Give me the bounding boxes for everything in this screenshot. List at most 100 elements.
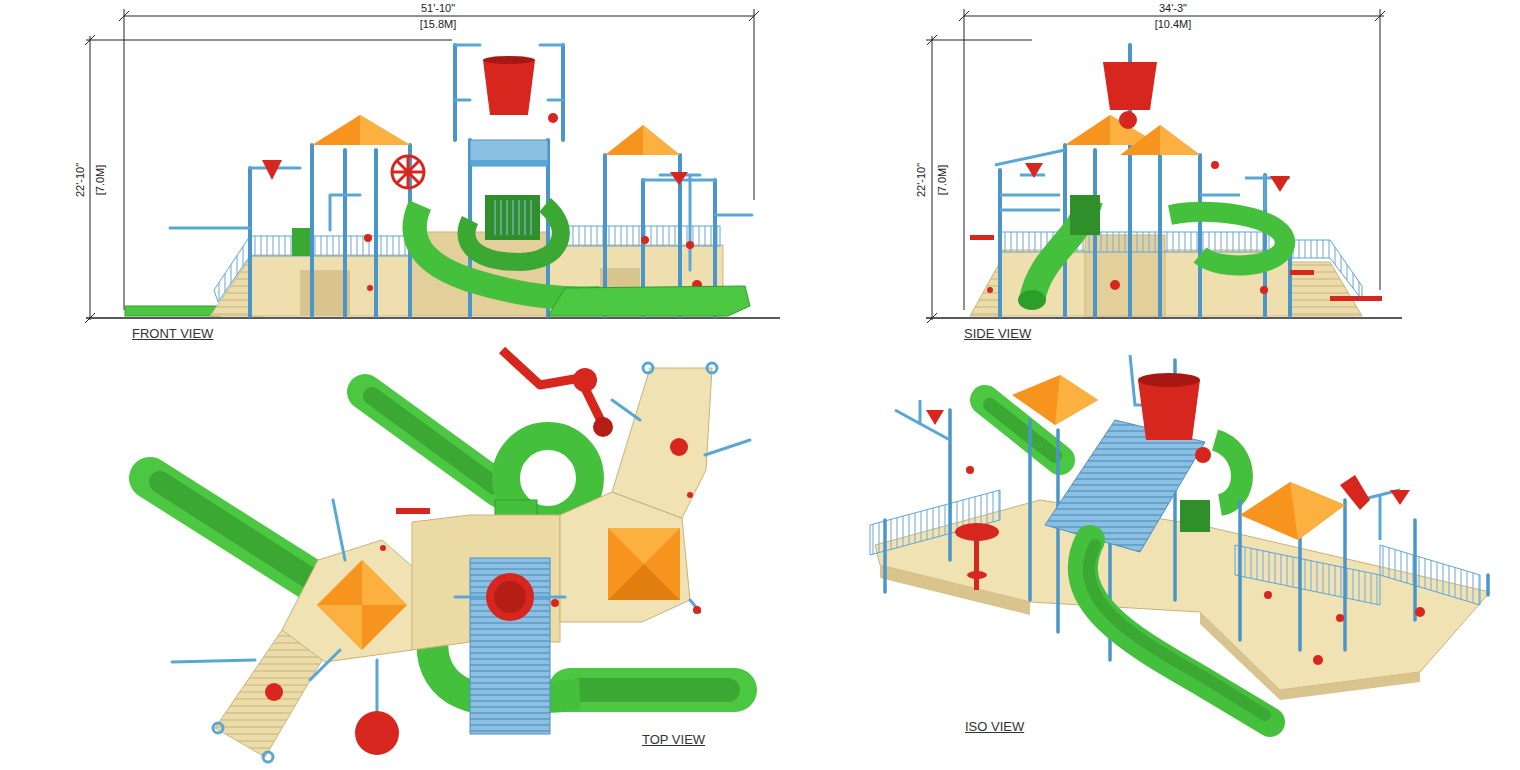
top-view-part	[573, 368, 597, 392]
dimension-lines-part	[119, 11, 129, 21]
iso-view-part-part	[926, 410, 944, 425]
iso-view-part	[1215, 440, 1242, 505]
play-structure-part	[1170, 212, 1285, 266]
pipes-part	[310, 650, 340, 680]
iso-view-part	[1195, 447, 1211, 463]
play-structure-part	[605, 125, 680, 155]
dimension-lines-part	[1375, 11, 1385, 21]
decks-part	[470, 558, 550, 734]
play-structure-part	[214, 236, 250, 302]
dimension-text: 51'-10"	[419, 2, 457, 15]
play-structure-part	[1000, 45, 1290, 316]
play-structure-part	[250, 255, 410, 316]
play-structure-part	[548, 286, 750, 316]
iso-view-part	[885, 360, 1488, 660]
play-structure-part-part	[995, 150, 1065, 210]
dimension-text: [7.0M]	[94, 163, 107, 198]
iso-view-part-part	[1340, 475, 1370, 510]
decks	[215, 368, 712, 757]
iso-view-part	[880, 565, 1030, 615]
play-structure-part-part	[1198, 155, 1202, 316]
play-structure-part-part	[367, 285, 373, 291]
play-structure-part	[360, 115, 410, 145]
play-structure-part	[485, 195, 540, 240]
play-structure	[125, 45, 752, 316]
iso-view-part	[1280, 672, 1420, 700]
play-structure-part	[1103, 62, 1157, 110]
play-structure-part	[125, 306, 220, 316]
play-structure-part	[415, 205, 600, 298]
play-structure-part-part	[455, 44, 480, 47]
play-structure-part	[483, 60, 535, 115]
pipes-part	[172, 660, 255, 662]
iso-view-part-part	[1238, 500, 1242, 640]
dimension-lines-part	[932, 36, 933, 320]
iso-view-part	[870, 490, 1000, 555]
play-structure-part	[1160, 125, 1200, 155]
iso-view-part-part	[883, 520, 887, 592]
pipes-part	[333, 500, 345, 560]
pipes-part	[612, 400, 640, 420]
water-features-part	[396, 508, 430, 514]
play-structure-part	[300, 270, 350, 316]
roofs-part	[608, 564, 680, 600]
play-structure-part	[970, 262, 1000, 316]
play-structure-part-part	[392, 156, 424, 188]
play-structure-part-part	[1290, 270, 1314, 275]
iso-view-part-part	[955, 523, 999, 541]
play-structure-part-part	[987, 287, 993, 293]
play-structure-part-part	[540, 44, 563, 47]
pipes	[172, 363, 750, 762]
water-features-part	[486, 573, 534, 621]
play-structure-part-part	[686, 241, 694, 249]
iso-view-part	[1380, 545, 1480, 605]
play-structure-part	[1070, 195, 1100, 235]
iso-view-part	[926, 410, 1425, 665]
play-structure-part	[643, 125, 680, 155]
slides-part	[365, 392, 500, 490]
iso-view-part-part	[1313, 655, 1323, 665]
play-structure-part	[492, 200, 532, 235]
play-structure-part	[670, 172, 688, 185]
play-structure-part-part	[641, 236, 649, 244]
iso-view-part-part	[966, 466, 974, 474]
play-structure-part-part	[248, 168, 252, 316]
slides-part	[150, 478, 330, 592]
dimension-lines-part	[124, 16, 754, 17]
play-structure-part	[312, 115, 410, 145]
dimension-text: 22'-10"	[74, 161, 87, 199]
dimension-text: [15.8M]	[418, 18, 459, 31]
play-structure-part-part	[715, 214, 752, 217]
water-features-part	[265, 683, 283, 701]
play-structure-part-part	[1110, 280, 1120, 290]
play-structure-part-part	[374, 150, 378, 316]
dimension-lines-part	[86, 40, 452, 41]
iso-view-part-part	[1336, 614, 1344, 622]
dimension-lines-part	[927, 35, 937, 45]
iso-view-part	[1138, 373, 1200, 387]
dimension-lines-part	[90, 36, 91, 320]
play-structure-part-part	[1270, 176, 1290, 192]
play-structure-part-part	[1211, 161, 1219, 169]
dimension-lines-part	[86, 317, 780, 319]
water-features-part	[551, 599, 559, 607]
dimension-lines	[85, 9, 780, 323]
iso-view-part	[1012, 375, 1098, 425]
dimension-text: 34'-3"	[1157, 2, 1189, 15]
decks-part	[282, 540, 422, 662]
water-features-part	[494, 581, 526, 613]
play-structure-part-part	[660, 175, 700, 270]
play-structure-part-part	[343, 150, 347, 316]
dimension-lines-part	[926, 40, 1032, 41]
roofs	[317, 528, 680, 650]
water-features-part	[670, 438, 688, 456]
iso-view-part-part	[1486, 575, 1490, 595]
play-structure-part	[467, 205, 561, 262]
play-structure-part-part	[330, 195, 360, 230]
play-structure-part-part	[364, 234, 372, 242]
play-structure-part-part	[453, 45, 457, 140]
play-structure-part	[392, 156, 424, 188]
slides-part	[160, 482, 325, 588]
play-structure-part-part	[1260, 286, 1268, 294]
dimension-lines-part	[926, 317, 1402, 319]
